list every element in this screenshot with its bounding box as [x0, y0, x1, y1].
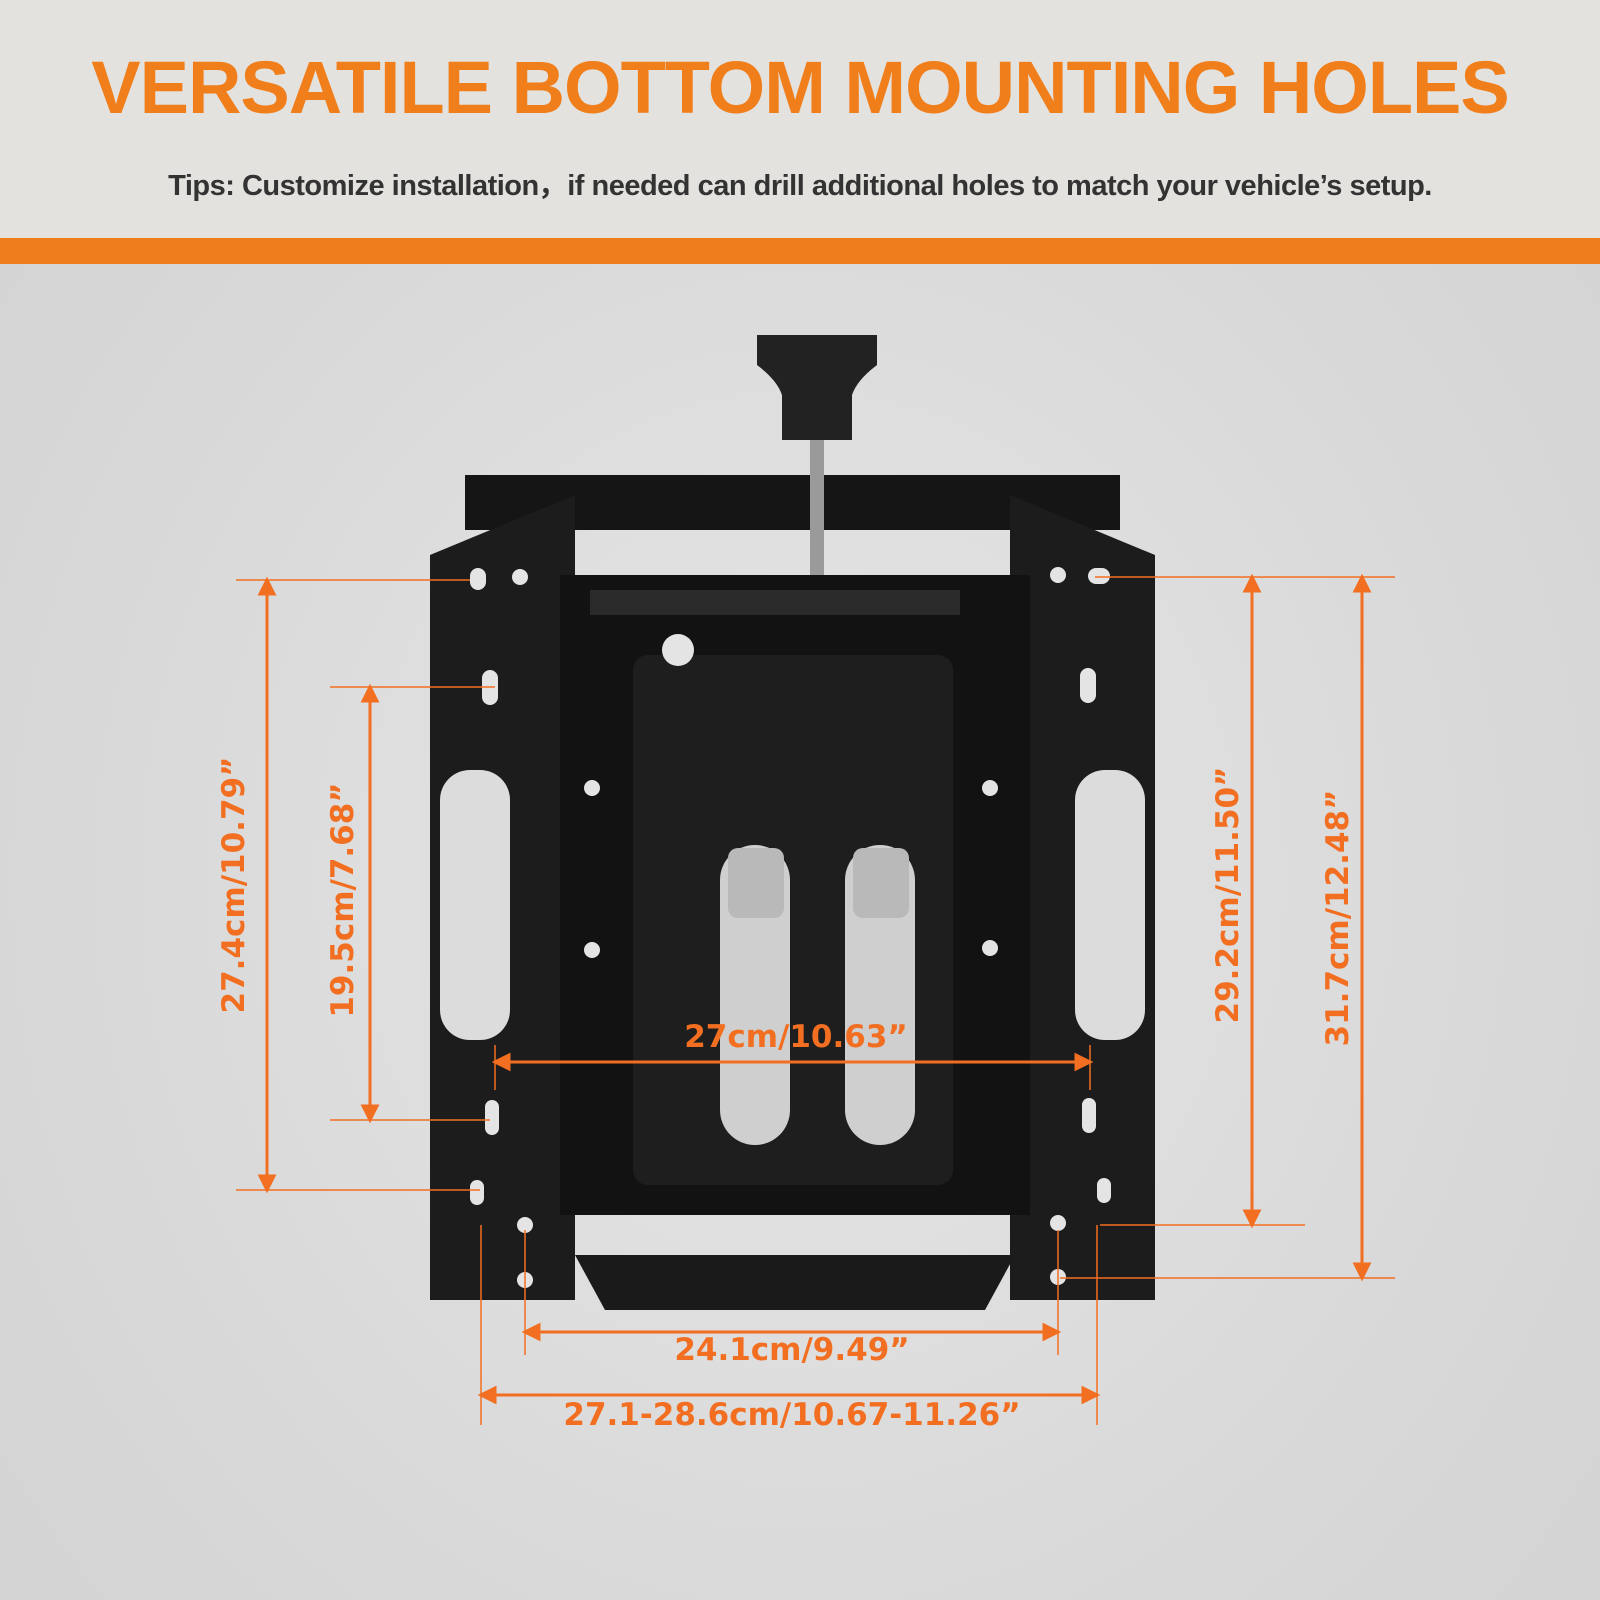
label-left-outer-height: 27.4cm/10.79” [216, 757, 252, 1014]
label-bottom-outer-width: 27.1-28.6cm/10.67-11.26” [563, 1397, 1020, 1433]
header-banner: VERSATILE BOTTOM MOUNTING HOLES Tips: Cu… [0, 0, 1600, 238]
label-right-outer-height: 31.7cm/12.48” [1320, 790, 1356, 1047]
label-middle-width: 27cm/10.63” [684, 1019, 908, 1055]
label-bottom-inner-width: 24.1cm/9.49” [674, 1332, 909, 1368]
seat-suspension-bracket [430, 335, 1155, 1310]
adjuster-knob-icon [757, 335, 877, 440]
page-title: VERSATILE BOTTOM MOUNTING HOLES [91, 46, 1510, 129]
springs [728, 848, 909, 918]
label-left-inner-height: 19.5cm/7.68” [325, 782, 361, 1017]
tips-text: Tips: Customize installation，if needed c… [168, 170, 1432, 202]
mounting-holes [470, 567, 1111, 1288]
dimension-labels: 27.4cm/10.79” 19.5cm/7.68” 29.2cm/11.50”… [216, 757, 1356, 1433]
orange-divider [0, 238, 1600, 264]
dimension-lines [236, 573, 1395, 1425]
label-right-inner-height: 29.2cm/11.50” [1210, 767, 1246, 1024]
